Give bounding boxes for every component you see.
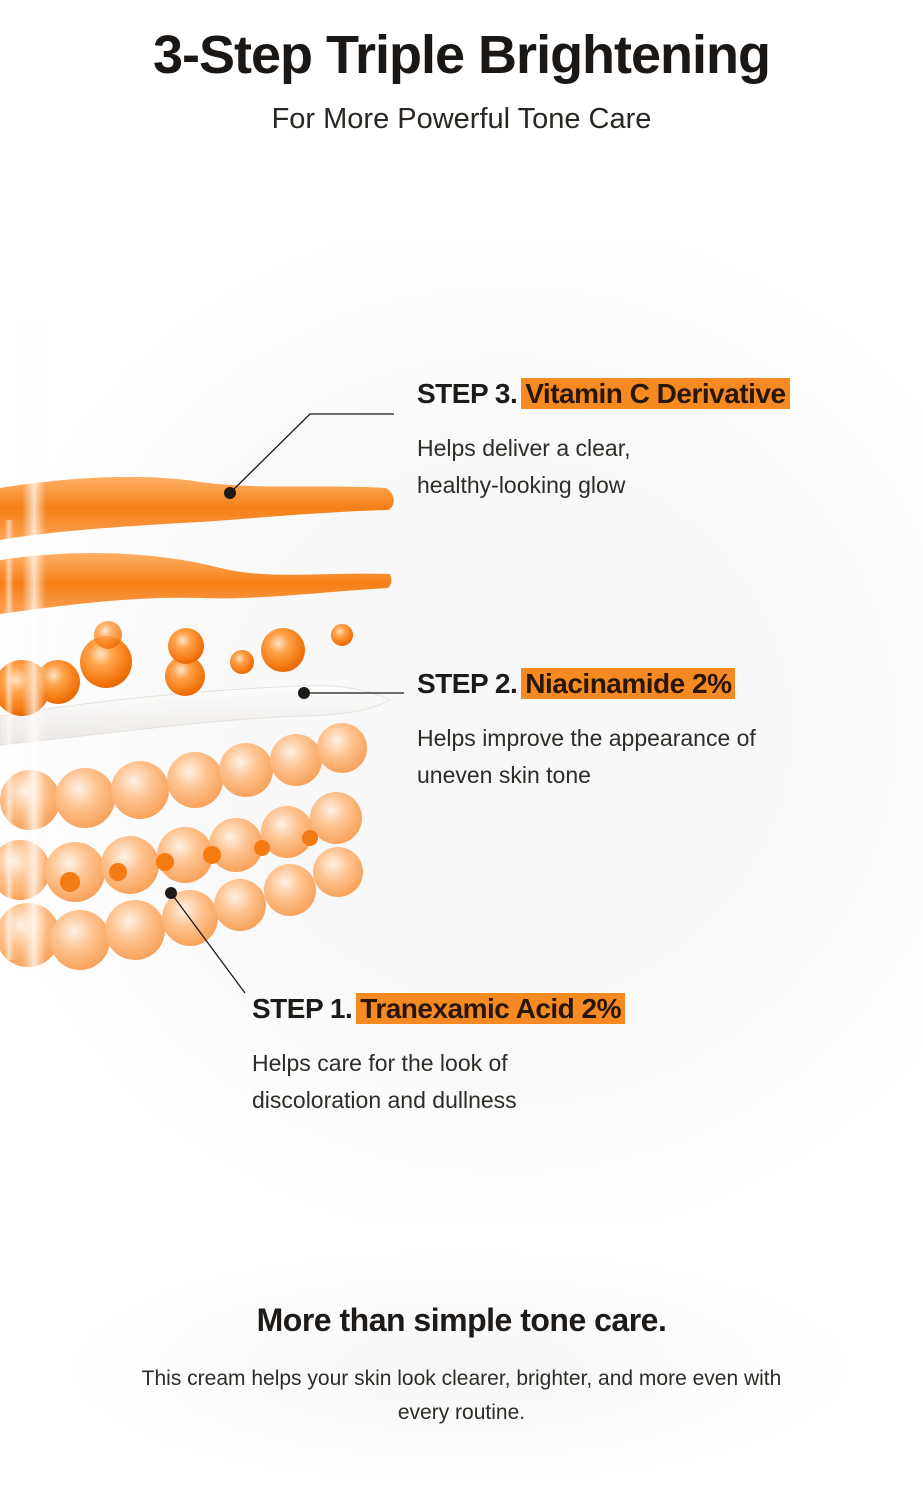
light-ray bbox=[22, 320, 46, 970]
ingredient-highlight: Vitamin C Derivative bbox=[521, 378, 790, 409]
top-orange-band bbox=[0, 476, 394, 540]
step-label: STEP 2. bbox=[417, 668, 518, 699]
leader-dots bbox=[165, 487, 310, 899]
step-description: Helps care for the look of discoloration… bbox=[252, 1050, 517, 1113]
step-label: STEP 3. bbox=[417, 378, 518, 409]
ingredient-highlight: Tranexamic Acid 2% bbox=[356, 993, 626, 1024]
footer-text: This cream helps your skin look clearer,… bbox=[141, 1367, 782, 1424]
ingredient-highlight: Niacinamide 2% bbox=[521, 668, 736, 699]
cell-layer bbox=[0, 723, 367, 970]
step-description: Helps deliver a clear, healthy-looking g… bbox=[417, 435, 631, 498]
footer-title: More than simple tone care. bbox=[256, 1302, 667, 1338]
skin-layers-illustration bbox=[0, 320, 404, 994]
light-ray bbox=[4, 520, 14, 960]
step-3: STEP 3.Vitamin C Derivative Helps delive… bbox=[417, 378, 790, 504]
step-heading: STEP 3.Vitamin C Derivative bbox=[417, 378, 790, 410]
step-heading: STEP 2.Niacinamide 2% bbox=[417, 668, 777, 700]
step-heading: STEP 1.Tranexamic Acid 2% bbox=[252, 993, 626, 1025]
step-2: STEP 2.Niacinamide 2% Helps improve the … bbox=[417, 668, 777, 794]
clear-layer bbox=[0, 685, 392, 746]
step-label: STEP 1. bbox=[252, 993, 353, 1024]
page-title: 3-Step Triple Brightening bbox=[152, 25, 771, 85]
page-subtitle: For More Powerful Tone Care bbox=[271, 103, 652, 135]
leader-lines bbox=[170, 413, 404, 994]
step-1: STEP 1.Tranexamic Acid 2% Helps care for… bbox=[252, 993, 626, 1119]
bottom-background-glow bbox=[60, 1250, 860, 1486]
step-description: Helps improve the appearance of uneven s… bbox=[417, 725, 756, 788]
middle-orange-band bbox=[0, 553, 392, 614]
